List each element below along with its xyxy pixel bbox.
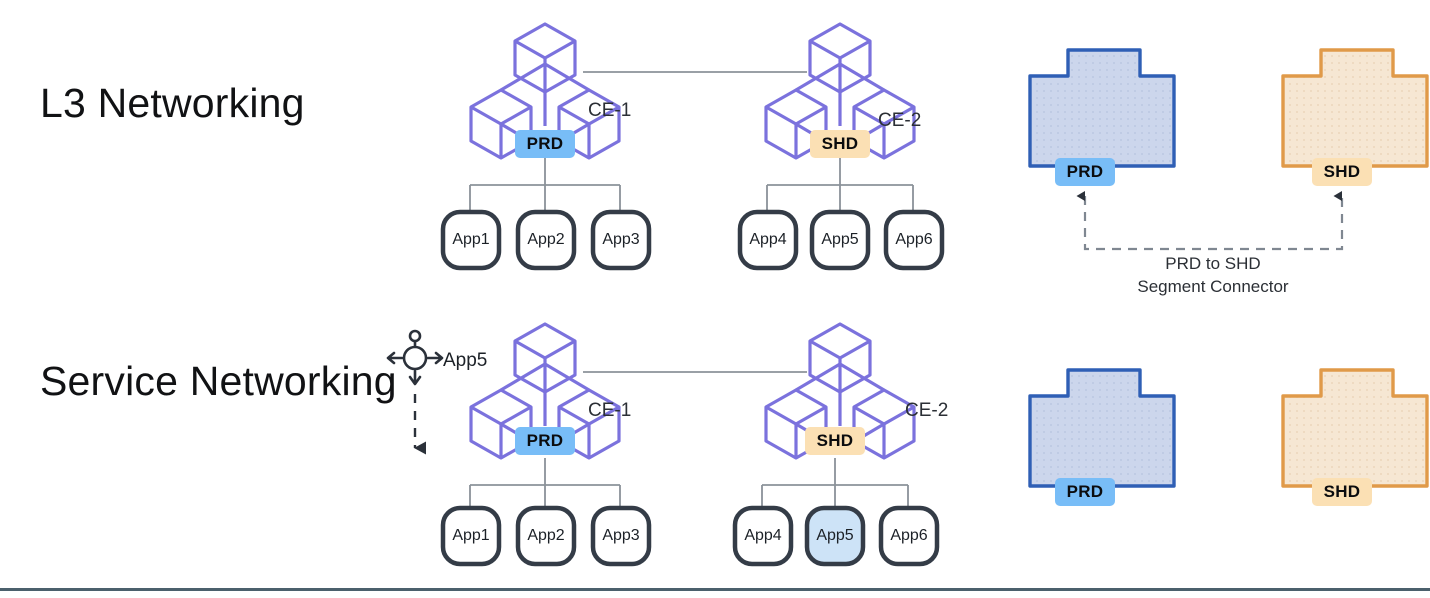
app-label-app3-row2[interactable]: App3 xyxy=(602,527,640,544)
app-node xyxy=(440,505,502,567)
segment-badge-shd-row2[interactable]: SHD xyxy=(1312,478,1372,506)
app-label-app2-row2[interactable]: App2 xyxy=(527,527,565,544)
prd-to-shd-segment-connector xyxy=(1076,191,1344,251)
badge-prd-ce1-row2[interactable]: PRD xyxy=(515,427,575,455)
app-node xyxy=(732,505,794,567)
app-node xyxy=(737,209,799,271)
ce-label-ce1-row2: CE-1 xyxy=(588,400,632,421)
app-node xyxy=(809,209,871,271)
app-node xyxy=(590,209,652,271)
ce-label-ce2-row2: CE-2 xyxy=(905,400,949,421)
app-label-app1-row2[interactable]: App1 xyxy=(452,527,490,544)
badge-shd-ce2-row2[interactable]: SHD xyxy=(805,427,865,455)
prd-segment-shape-row1 xyxy=(1028,48,1176,168)
app-label-app6-row2[interactable]: App6 xyxy=(890,527,928,544)
segment-badge-prd-row1[interactable]: PRD xyxy=(1055,158,1115,186)
app-label-app1-row1[interactable]: App1 xyxy=(452,231,490,248)
app-label-app3-row1[interactable]: App3 xyxy=(602,231,640,248)
row-title-service-networking: Service Networking xyxy=(40,358,397,404)
app-label-app4-row1[interactable]: App4 xyxy=(749,231,787,248)
move-arrows-icon xyxy=(386,329,444,386)
app-node xyxy=(883,209,945,271)
ce-label-ce2-row1: CE-2 xyxy=(878,110,922,131)
segment-connector-caption-line2: Segment Connector xyxy=(1137,277,1289,296)
segment-badge-prd-row2[interactable]: PRD xyxy=(1055,478,1115,506)
app-label-app6-row1[interactable]: App6 xyxy=(895,231,933,248)
row-title-l3-networking: L3 Networking xyxy=(40,80,305,126)
ce-label-ce1-row1: CE-1 xyxy=(588,100,632,121)
badge-prd-ce1-row1[interactable]: PRD xyxy=(515,130,575,158)
shd-segment-shape-row1 xyxy=(1281,48,1429,168)
shd-segment-shape-row2 xyxy=(1281,368,1429,488)
app-node-highlighted xyxy=(804,505,866,567)
app-node xyxy=(590,505,652,567)
app-node xyxy=(440,209,502,271)
app-node xyxy=(878,505,940,567)
prd-segment-shape-row2 xyxy=(1028,368,1176,488)
app-node xyxy=(515,209,577,271)
tree-ce2-row1 xyxy=(766,158,914,215)
app-label-app4-row2[interactable]: App4 xyxy=(744,527,782,544)
app-node xyxy=(515,505,577,567)
footer-divider xyxy=(0,588,1430,591)
segment-badge-shd-row1[interactable]: SHD xyxy=(1312,158,1372,186)
badge-shd-ce2-row1[interactable]: SHD xyxy=(810,130,870,158)
segment-connector-caption: PRD to SHD Segment Connector xyxy=(1093,252,1333,298)
tree-ce1-row1 xyxy=(469,158,621,215)
app-label-app5-row1[interactable]: App5 xyxy=(821,231,859,248)
tree-ce2-row2 xyxy=(761,458,909,512)
tree-ce1-row2 xyxy=(469,458,621,512)
move-marker-label: App5 xyxy=(443,350,488,371)
segment-connector-caption-line1: PRD to SHD xyxy=(1165,254,1261,273)
app-label-app2-row1[interactable]: App2 xyxy=(527,231,565,248)
app-label-app5-row2[interactable]: App5 xyxy=(816,527,854,544)
